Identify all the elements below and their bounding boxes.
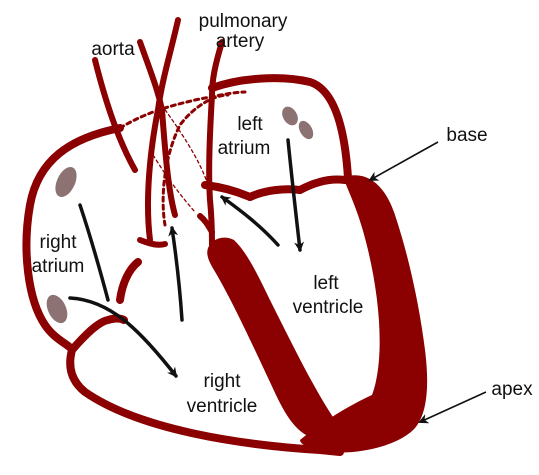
label-pulmonary-artery-line2: artery xyxy=(216,31,265,52)
label-aorta: aorta xyxy=(91,39,135,60)
tricuspid-line xyxy=(72,319,124,351)
aorta-left-edge xyxy=(95,60,135,170)
left-atrium-inflow-arrow xyxy=(222,197,278,245)
label-right-ventricle-line1: right xyxy=(204,371,242,392)
label-right-atrium-line1: right xyxy=(40,232,78,253)
label-left-ventricle-line2: ventricle xyxy=(293,297,364,318)
label-base: base xyxy=(446,125,487,146)
right-av-line xyxy=(120,262,138,300)
left-atrium-opening-lower xyxy=(296,118,316,141)
left-ventricle-inflow-arrow xyxy=(288,140,300,250)
right-atrium-down-arrow xyxy=(80,205,108,300)
left-heart-top-wall xyxy=(212,78,348,178)
label-apex: apex xyxy=(491,379,533,400)
label-left-atrium-line2: atrium xyxy=(218,138,271,159)
apex-pointer xyxy=(420,392,486,422)
label-pulmonary-artery-line1: pulmonary xyxy=(199,11,288,32)
base-pointer xyxy=(370,142,438,180)
label-right-atrium-line2: atrium xyxy=(32,256,85,277)
right-ventricle-outflow-arrow xyxy=(172,228,182,320)
label-left-ventricle-line1: left xyxy=(313,273,339,294)
label-right-ventricle-line2: ventricle xyxy=(187,396,258,417)
left-atrium-opening-upper xyxy=(279,104,301,128)
mitral-valve-line xyxy=(300,179,345,190)
label-left-atrium-line1: left xyxy=(237,114,263,135)
right-atrium-opening-upper xyxy=(51,164,81,201)
